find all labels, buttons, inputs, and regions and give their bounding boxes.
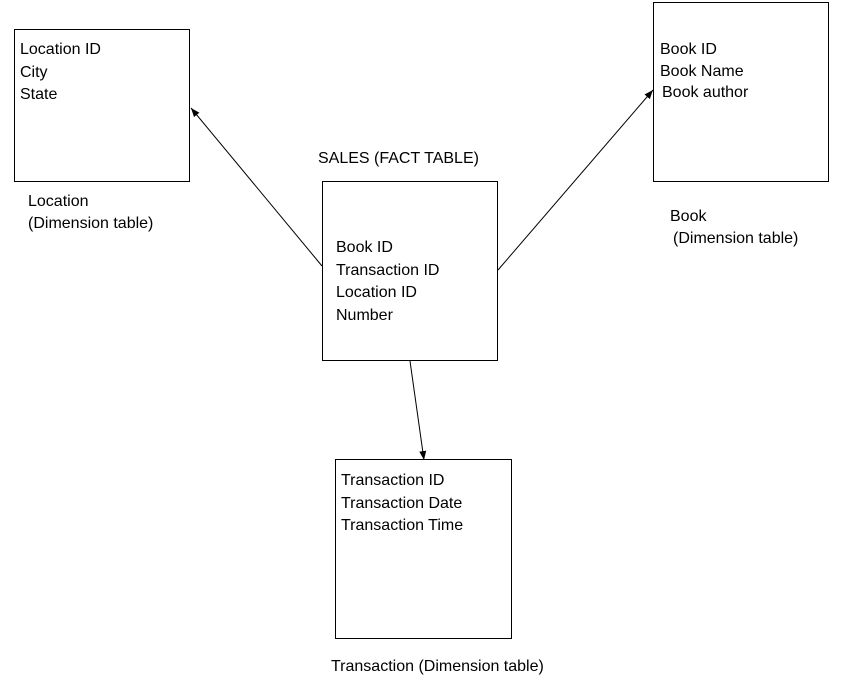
location-field: Location ID: [20, 41, 101, 58]
transaction-table-box: Transaction ID Transaction Date Transact…: [335, 459, 512, 639]
transaction-table-fields: Transaction ID Transaction Date Transact…: [341, 470, 463, 538]
book-field: Book author: [662, 84, 749, 101]
book-table-box: Book ID Book Name Book author: [653, 2, 829, 182]
location-table-fields: Location ID City State: [20, 39, 101, 107]
fact-field: Transaction ID: [336, 261, 440, 279]
fact-table-title: SALES (FACT TABLE): [318, 150, 479, 167]
book-table-caption: Book (Dimension table): [670, 206, 798, 250]
location-table-box: Location ID City State: [14, 29, 190, 182]
fact-table-fields: Book ID Transaction ID Location ID Numbe…: [336, 237, 439, 327]
location-caption-title: Location: [28, 193, 89, 210]
location-field: City: [20, 63, 48, 81]
book-caption-title: Book: [670, 208, 707, 225]
transaction-field: Transaction Time: [341, 517, 464, 534]
arrow-sales-to-transaction: [409, 360, 427, 461]
location-field: State: [20, 86, 58, 103]
fact-field: Location ID: [336, 284, 417, 301]
location-table-caption: Location (Dimension table): [28, 191, 153, 235]
transaction-table-caption: Transaction (Dimension table): [331, 658, 544, 675]
transaction-field: Transaction ID: [341, 472, 445, 489]
fact-table-box: Book ID Transaction ID Location ID Numbe…: [322, 181, 498, 361]
transaction-field: Transaction Date: [341, 494, 463, 512]
arrow-sales-to-location: [190, 107, 323, 267]
fact-field: Number: [336, 306, 393, 324]
fact-field: Book ID: [336, 239, 393, 256]
book-caption-subtitle: (Dimension table): [673, 230, 799, 247]
location-caption-subtitle: (Dimension table): [28, 215, 154, 232]
arrow-sales-to-book: [497, 89, 654, 271]
book-field: Book ID: [660, 41, 717, 58]
book-table-fields: Book ID Book Name Book author: [660, 39, 748, 104]
book-field: Book Name: [660, 62, 744, 80]
